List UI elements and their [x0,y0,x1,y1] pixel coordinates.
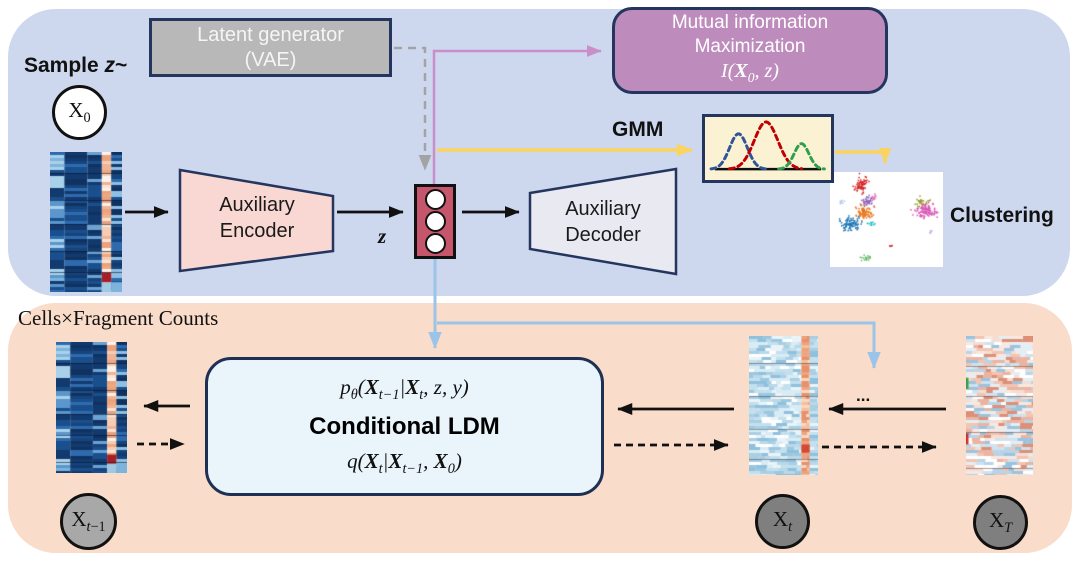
gmm-gaussian-curve-1 [709,132,768,171]
gmm-label: GMM [612,118,664,141]
x0-node: X0 [52,85,107,140]
gmm-gaussian-curve-3 [777,142,826,171]
gmm-density-box [702,114,834,183]
z-latent-node [414,184,456,259]
mutual-information-line1: Mutual information [671,12,829,33]
x0-heatmap [50,152,122,292]
latent-generator-line2: (VAE) [244,48,297,71]
cells-fragment-counts-label: Cells×Fragment Counts [18,306,219,330]
ellipsis-label: ... [856,386,871,405]
ldm-reverse-formula: pθ(Xt−1|Xt, z, y) [340,375,469,404]
xt-minus1-heatmap [56,342,127,473]
clustering-scatter-plot [830,172,943,267]
xt-node-label: Xt [772,506,793,536]
xT-heatmap [966,336,1033,475]
clustering-label: Clustering [950,204,1054,227]
latent-generator-box: Latent generator (VAE) [149,18,392,77]
xT-node: XT [973,495,1028,550]
mutual-information-box: Mutual information Maximization I(X0, z) [612,7,888,94]
z-unit-2 [424,211,446,232]
xt-minus1-node-label: Xt−1 [71,506,106,536]
mutual-information-formula: I(X0, z) [721,60,779,85]
gmm-gaussians-plot [709,120,826,171]
xt-heatmap [749,336,818,475]
x0-node-label: X0 [68,97,91,127]
auxiliary-decoder-label: Auxiliary Decoder [565,198,641,246]
xt-minus1-node: Xt−1 [60,493,117,550]
xt-node: Xt [755,494,810,549]
sample-z-label: Sample z~ [24,54,128,77]
xT-node-label: XT [988,507,1013,537]
conditional-ldm-box: pθ(Xt−1|Xt, z, y) Conditional LDM q(Xt|X… [205,357,604,496]
ldm-forward-formula: q(Xt|Xt−1, X0) [347,448,462,477]
latent-generator-line1: Latent generator [197,23,344,46]
auxiliary-encoder-label: Auxiliary Encoder [219,194,295,242]
z-label: z [378,224,387,248]
mutual-information-line2: Maximization [694,36,806,57]
z-unit-3 [424,233,446,254]
ldm-title: Conditional LDM [309,412,500,440]
z-unit-1 [424,189,446,210]
